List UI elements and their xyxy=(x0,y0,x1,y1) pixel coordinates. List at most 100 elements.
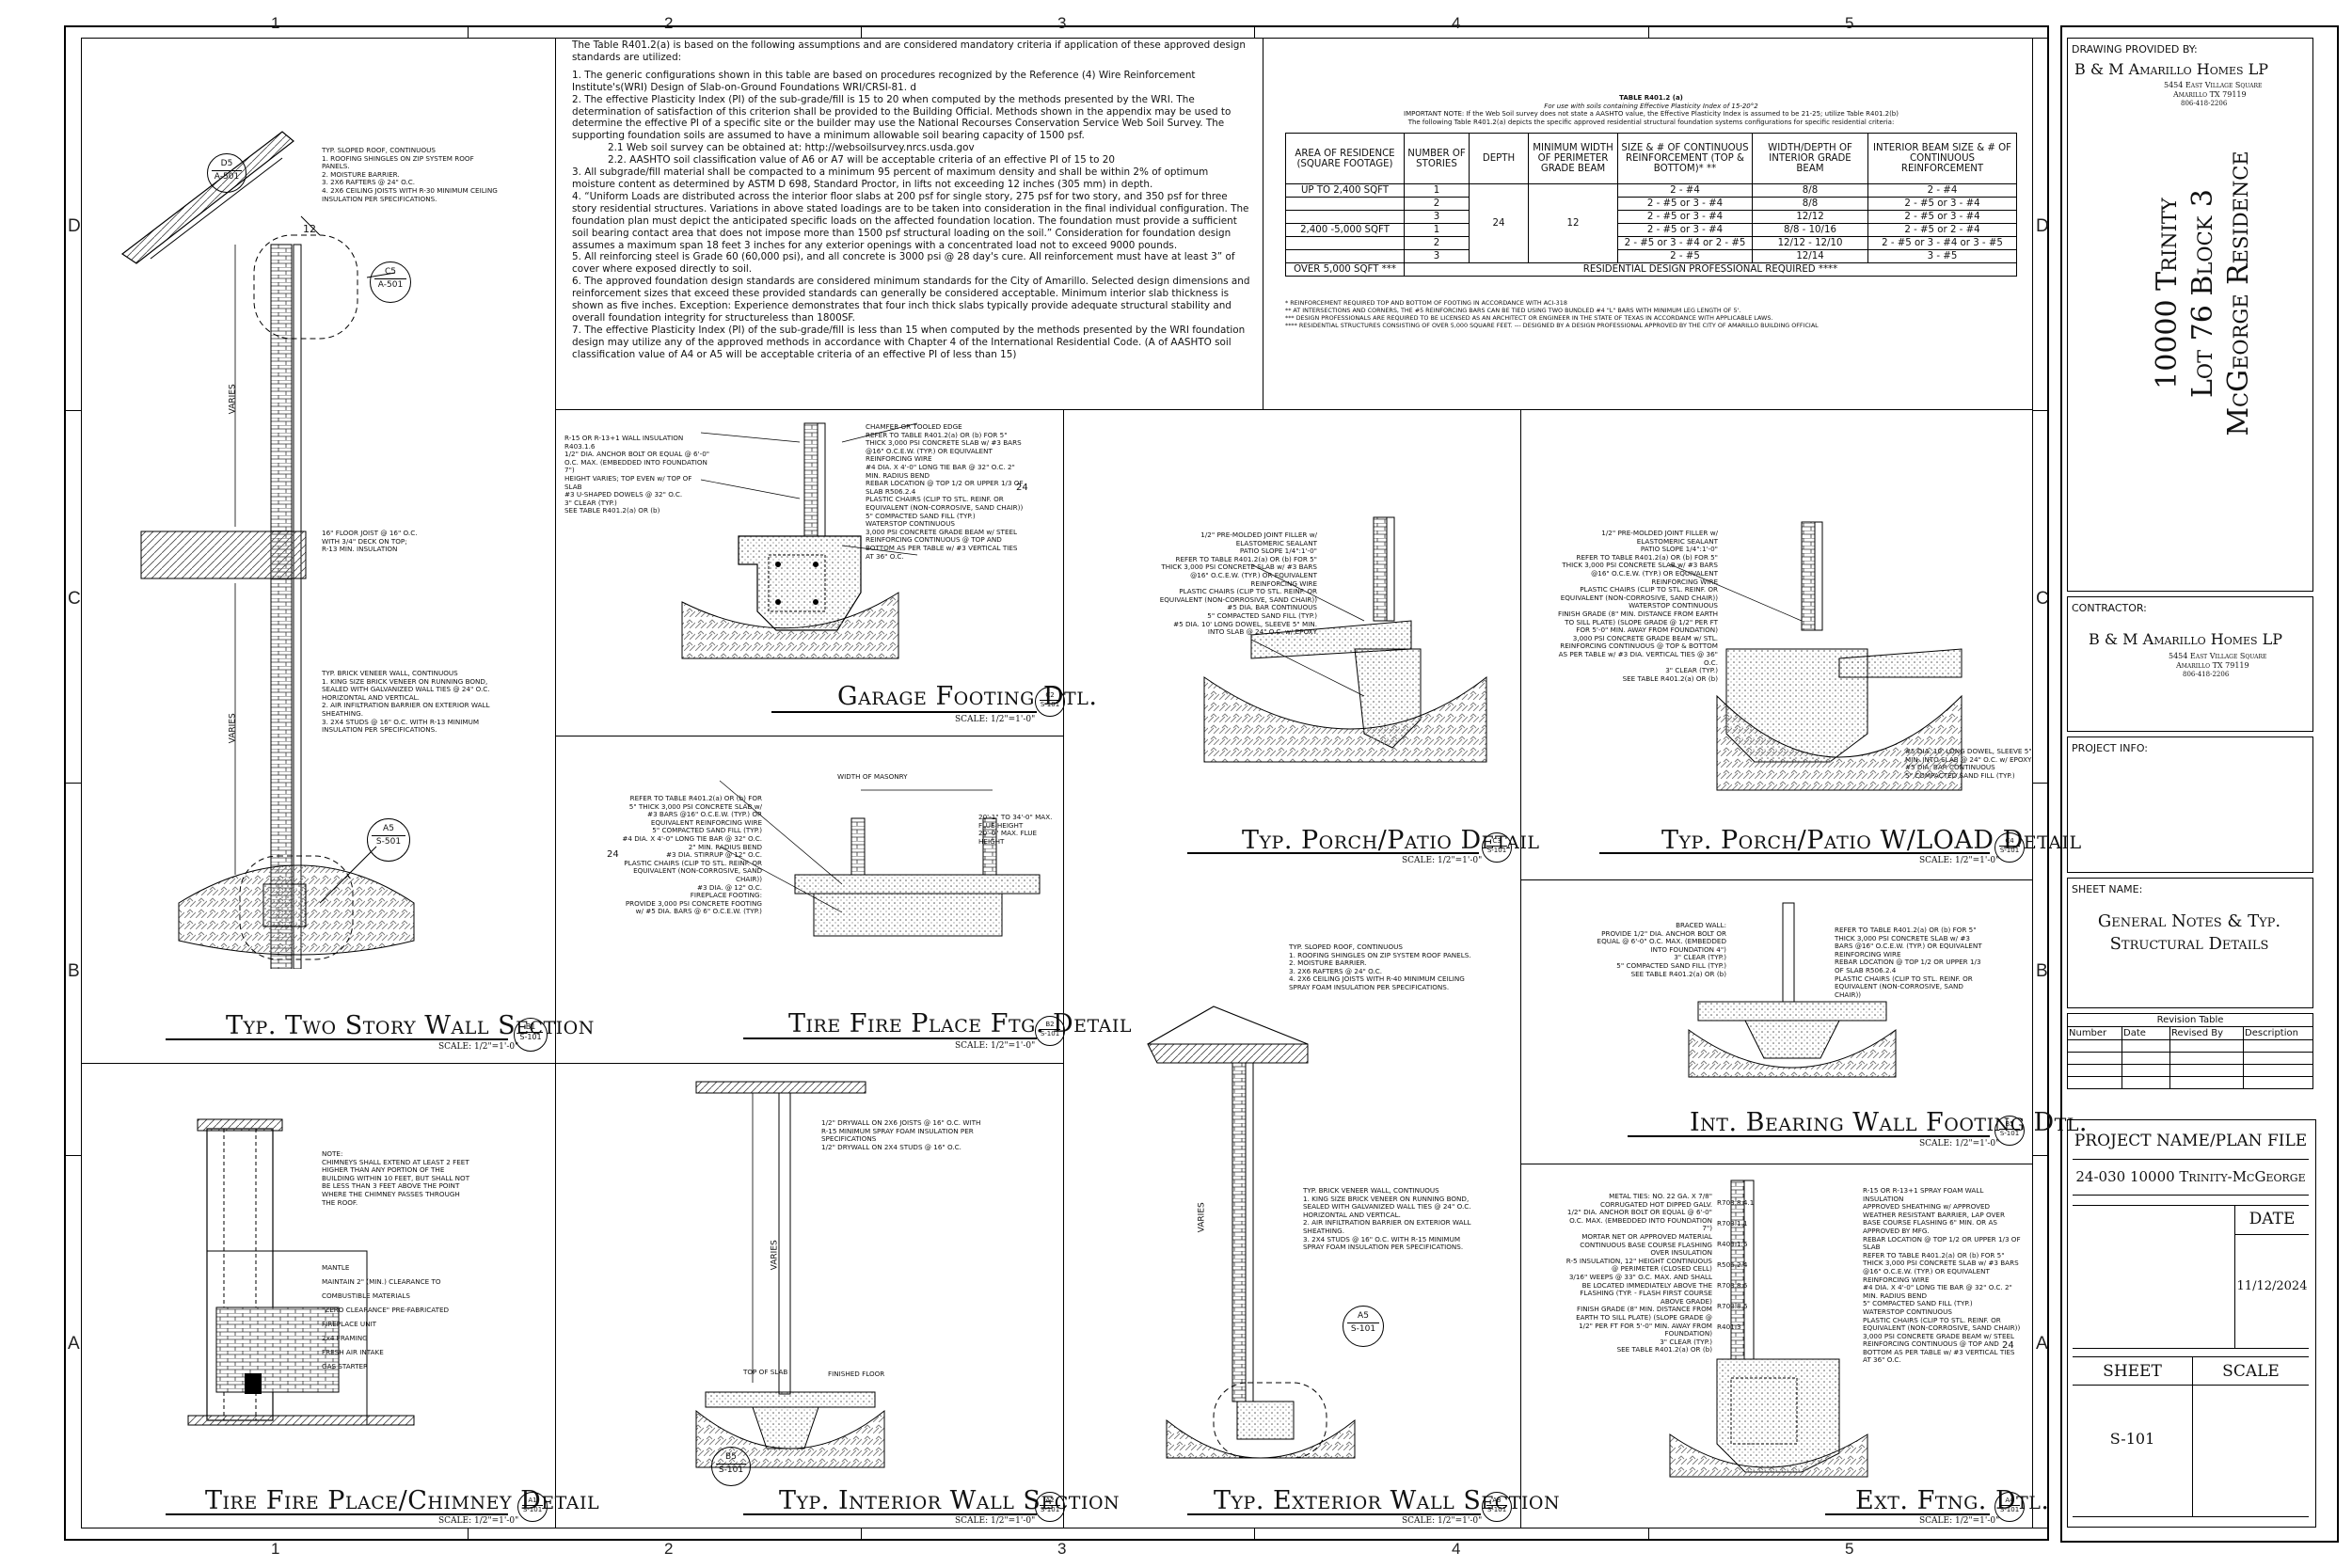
grid-row-b: B xyxy=(68,961,80,981)
callout-id: A5 xyxy=(1347,1310,1379,1323)
garage-notes-right: CHAMFER OR TOOLED EDGE REFER TO TABLE R4… xyxy=(866,422,1024,561)
general-note-1: 1. The generic configurations shown in t… xyxy=(572,69,1196,93)
project-file-box xyxy=(2067,1119,2316,1528)
panel-divider xyxy=(1520,409,1521,1528)
exterior-roof-note: TYP. SLOPED ROOF, CONTINUOUS 1. ROOFING … xyxy=(1289,942,1471,991)
porch-load-notes: 1/2" PRE-MOLDED JOINT FILLER w/ ELASTOME… xyxy=(1558,529,1718,683)
table-title: TABLE R401.2 (a) xyxy=(1619,94,1683,102)
chimney-parts: MANTLE MAINTAIN 2" (MIN.) CLEARANCE TO C… xyxy=(322,1263,450,1370)
project-file: 24-030 10000 Trinity-McGeorge xyxy=(2075,1168,2306,1185)
grid-row-a-right: A xyxy=(2036,1334,2048,1354)
panel-divider xyxy=(555,409,2032,410)
table-header: DEPTH xyxy=(1469,133,1529,184)
floor-joist-note: 16" FLOOR JOIST @ 16" O.C. WITH 3/4" DEC… xyxy=(322,529,418,554)
table-cell-over: RESIDENTIAL DESIGN PROFESSIONAL REQUIRED… xyxy=(1404,262,2017,277)
revision-header: Revised By xyxy=(2169,1026,2244,1040)
contractor-address-1: 5454 East Village Square xyxy=(2169,652,2267,660)
grid-col-3: 3 xyxy=(1057,14,1067,32)
table-cell-area: UP TO 2,400 SQFT xyxy=(1285,183,1405,198)
table-cell: 2 - #5 or 3 - #4 xyxy=(1617,223,1753,237)
project-address-block: 10000 Trinity Lot 76 Block 3 McGeorge Re… xyxy=(2150,105,2257,482)
grid-col-4-bottom: 4 xyxy=(1452,1540,1461,1558)
varies-label: VARIES xyxy=(228,384,238,415)
table-cell: 2 xyxy=(1404,197,1470,211)
general-note-4: 4. “Uniform Loads are distributed across… xyxy=(572,190,1249,251)
int-bearing-notes-right: REFER TO TABLE R401.2(a) OR (b) FOR 5" T… xyxy=(1835,926,1982,999)
table-cell: 1 xyxy=(1404,223,1470,237)
drawing-by-label: DRAWING PROVIDED BY: xyxy=(2072,43,2198,55)
project-info-box xyxy=(2067,736,2313,873)
grid-row-d-right: D xyxy=(2036,216,2049,236)
table-subtitle: For use with soils containing Effective … xyxy=(1544,102,1758,110)
divider xyxy=(2073,1385,2309,1386)
title-underline xyxy=(771,711,1037,713)
detail-tag-sheet: S-101 xyxy=(519,1033,542,1041)
detail-tag-id: B1 xyxy=(518,1022,543,1033)
grid-row-c: C xyxy=(68,589,81,609)
sheet-name-label: SHEET NAME: xyxy=(2072,883,2143,895)
detail-scale: SCALE: 1/2"=1'-0" xyxy=(1919,856,2000,865)
table-footnote: ** AT INTERSECTIONS AND CORNERS, THE #5 … xyxy=(1285,307,1741,314)
detail-tag-sheet: S-101 xyxy=(1999,1506,2020,1513)
grid-col-2-bottom: 2 xyxy=(664,1540,674,1558)
table-cell: 2 - #5 xyxy=(1617,249,1753,263)
ext-footing-drawing xyxy=(1669,1180,1868,1478)
callout-id: B5 xyxy=(716,1451,746,1465)
detail-tag-sheet: S-101 xyxy=(1040,1506,1060,1513)
grid-tick xyxy=(2032,783,2049,784)
table-cell: 3 - #5 xyxy=(1867,249,2017,263)
grid-tick xyxy=(64,783,81,784)
table-heading: TABLE R401.2 (a) For use with soils cont… xyxy=(1279,94,2023,126)
table-cell-width: 12 xyxy=(1528,183,1618,263)
divider xyxy=(2073,1356,2309,1357)
title-underline xyxy=(743,1037,1037,1039)
int-bearing-notes: BRACED WALL: PROVIDE 1/2" DIA. ANCHOR BO… xyxy=(1597,921,1726,978)
table-cell: 2 - #5 or 3 - #4 or 3 - #5 xyxy=(1867,236,2017,250)
grid-row-a: A xyxy=(68,1334,80,1354)
dim-24: 24 xyxy=(2002,1340,2014,1351)
grid-row-c-right: C xyxy=(2036,589,2049,609)
detail-scale: SCALE: 1/2"=1'-0" xyxy=(438,1042,519,1052)
title-block xyxy=(2060,25,2339,1543)
table-cell: 2 - #5 or 3 - #4 xyxy=(1867,210,2017,224)
fireplace-footing-notes: REFER TO TABLE R401.2(a) OR (b) FOR 5" T… xyxy=(622,794,762,916)
table-footnote: **** RESIDENTIAL STRUCTURES CONSISTING O… xyxy=(1285,322,1819,329)
title-underline xyxy=(1187,1513,1481,1515)
general-note-5: 5. All reinforcing steel is Grade 60 (60… xyxy=(572,251,1235,276)
grid-col-1-bottom: 1 xyxy=(271,1540,280,1558)
varies-label: VARIES xyxy=(770,1240,780,1271)
roof-note: TYP. SLOPED ROOF, CONTINUOUS 1. ROOFING … xyxy=(322,146,498,203)
table-cell: 1 xyxy=(1404,183,1470,198)
interior-wall-notes: 1/2" DRYWALL ON 2X6 JOISTS @ 16" O.C. WI… xyxy=(821,1118,981,1151)
two-story-wall-drawing xyxy=(120,131,415,969)
porch-load-notes-right: #5 DIA. 10' LONG DOWEL, SLEEVE 5" MIN. I… xyxy=(1905,747,2032,780)
grid-tick xyxy=(64,1155,81,1156)
panel-divider xyxy=(555,38,556,1528)
contractor-phone: 806-418-2206 xyxy=(2183,671,2230,678)
grid-tick xyxy=(1648,25,1649,38)
grid-tick xyxy=(2032,1155,2049,1156)
int-bearing-drawing xyxy=(1688,902,1897,1078)
detail-title: Int. Bearing Wall Footing Dtl. xyxy=(1690,1108,2089,1137)
general-note-2-1: 2.1 Web soil survey can be obtained at: … xyxy=(608,142,975,154)
sheet-name: General Notes & Typ. Structural Details xyxy=(2067,911,2312,956)
sheet-name-box xyxy=(2067,878,2313,1008)
project-line-3: McGeorge Residence xyxy=(2222,150,2255,436)
general-note-2-2: 2.2. AASHTO soil classification value of… xyxy=(608,154,1115,166)
ext-footing-notes-right: R-15 OR R-13+1 SPRAY FOAM WALL INSULATIO… xyxy=(1863,1186,2021,1365)
